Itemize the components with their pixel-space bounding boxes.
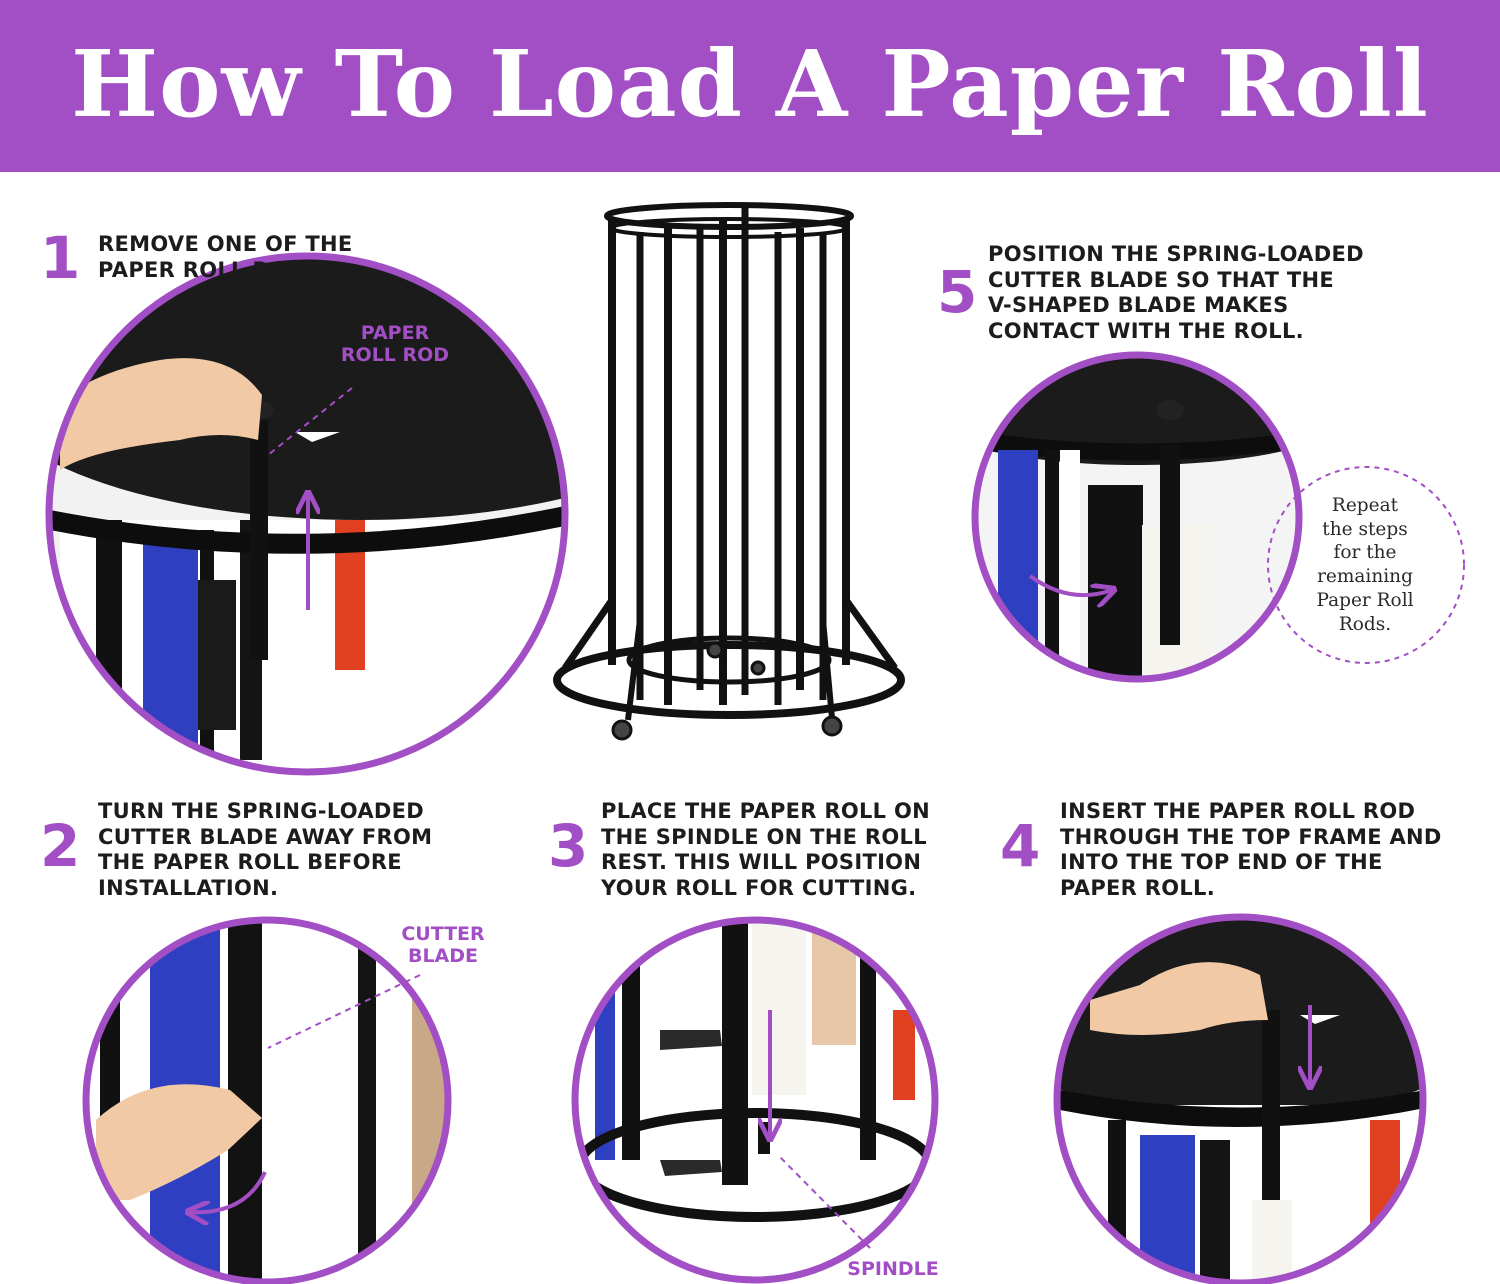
repeat-note-line: remaining <box>1317 566 1413 588</box>
callout-line: ROLL ROD <box>340 344 450 366</box>
cutter-blade-callout: CUTTER BLADE <box>383 923 503 967</box>
step-2-text: TURN THE SPRING-LOADED CUTTER BLADE AWAY… <box>98 799 432 901</box>
callout-line: CUTTER <box>401 923 485 945</box>
step-4-text: INSERT THE PAPER ROLL ROD THROUGH THE TO… <box>1060 799 1442 901</box>
step-3-line: REST. THIS WILL POSITION <box>601 850 922 874</box>
title-banner: How To Load A Paper Roll <box>0 0 1500 172</box>
step-3-number: 3 <box>548 812 589 880</box>
step-3-line: THE SPINDLE ON THE ROLL <box>601 824 927 849</box>
callout-line: BLADE <box>407 945 479 967</box>
rack-illustration <box>553 202 905 741</box>
step-4-line: INTO THE TOP END OF THE <box>1060 850 1383 874</box>
step-5-line: POSITION THE SPRING-LOADED <box>988 242 1364 266</box>
step-4-line: INSERT THE PAPER ROLL ROD <box>1060 799 1416 823</box>
step-5-line: V-SHAPED BLADE MAKES <box>988 293 1289 317</box>
step-5-number: 5 <box>937 258 978 326</box>
curved-left-arrow-icon <box>190 1171 267 1212</box>
step-1-line: REMOVE ONE OF THE <box>98 232 353 256</box>
step-1-number: 1 <box>40 224 81 292</box>
repeat-note-line: the steps <box>1322 518 1408 540</box>
step-2-line: INSTALLATION. <box>98 875 279 900</box>
callout-line: PAPER <box>360 322 430 344</box>
step-3-photo <box>575 920 935 1280</box>
repeat-note-line: for the <box>1333 542 1397 564</box>
spindle-callout: SPINDLE <box>847 1258 939 1280</box>
step-1-text: REMOVE ONE OF THE PAPER ROLL RODS. <box>98 232 353 283</box>
step-3-line: PLACE THE PAPER ROLL ON <box>601 799 931 823</box>
step-3-line: YOUR ROLL FOR CUTTING. <box>601 875 917 900</box>
repeat-note-line: Repeat <box>1331 495 1399 516</box>
step-2-line: CUTTER BLADE AWAY FROM <box>98 824 433 849</box>
paper-roll-rod-callout: PAPER ROLL ROD <box>325 322 465 366</box>
step-3-text: PLACE THE PAPER ROLL ON THE SPINDLE ON T… <box>601 799 930 901</box>
step-2-line: TURN THE SPRING-LOADED <box>98 799 424 823</box>
step-5-line: CONTACT WITH THE ROLL. <box>988 318 1304 343</box>
repeat-note-line: Paper Roll <box>1316 589 1414 611</box>
paper-roll-rod-leader <box>267 387 353 456</box>
step-5-photo <box>975 355 1299 679</box>
step-2-number: 2 <box>40 812 81 880</box>
step-4-number: 4 <box>1000 812 1041 880</box>
page-title: How To Load A Paper Roll <box>71 30 1429 138</box>
step-5-text: POSITION THE SPRING-LOADED CUTTER BLADE … <box>988 242 1364 344</box>
step-1-line: PAPER ROLL RODS. <box>98 257 329 282</box>
repeat-note-line: Rods. <box>1338 613 1392 635</box>
step-2-line: THE PAPER ROLL BEFORE <box>98 850 402 874</box>
curved-right-arrow-icon <box>1028 574 1112 595</box>
step-5-line: CUTTER BLADE SO THAT THE <box>988 267 1335 292</box>
repeat-note: Repeat the steps for the remaining Paper… <box>1286 494 1444 636</box>
repeat-note-circle <box>1267 466 1465 664</box>
step-4-line: PAPER ROLL. <box>1060 875 1215 900</box>
step-4-line: THROUGH THE TOP FRAME AND <box>1060 824 1442 849</box>
